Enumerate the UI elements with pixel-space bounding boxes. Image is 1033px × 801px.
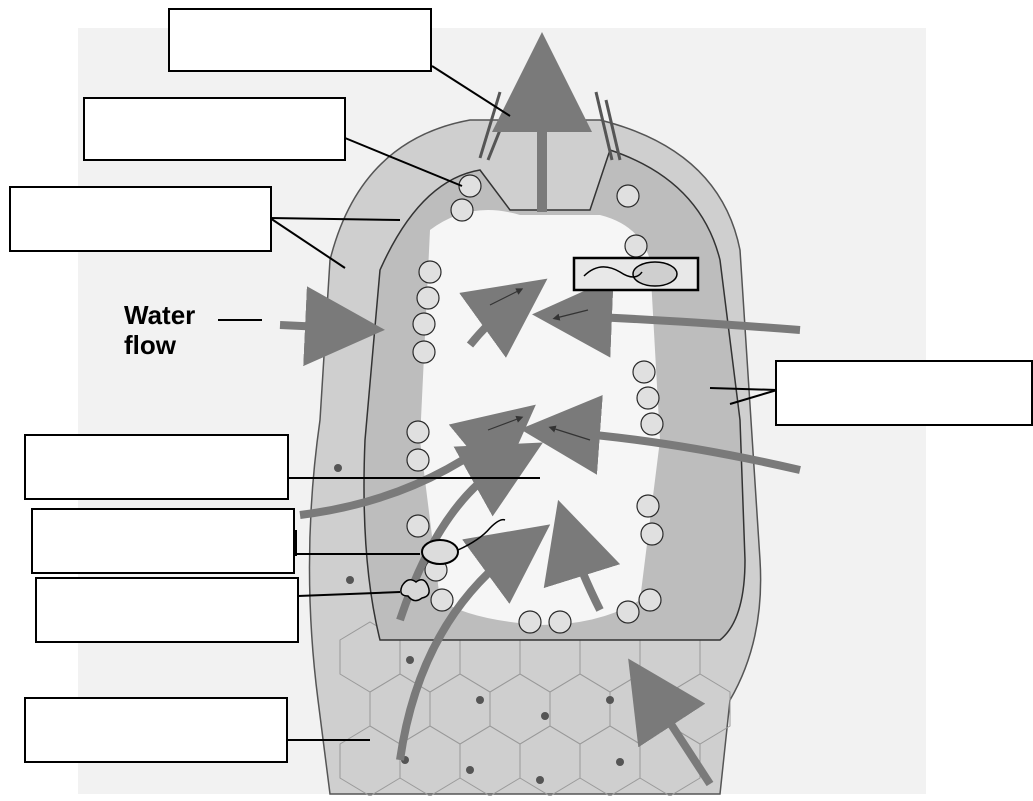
label-box-choanocytes[interactable] <box>775 360 1033 426</box>
label-box-epidermis[interactable] <box>24 697 288 763</box>
label-box-osculum[interactable] <box>168 8 432 72</box>
label-box-amoebocyte[interactable] <box>35 577 299 643</box>
label-box-spicules[interactable] <box>83 97 346 161</box>
water-flow-text: Water flow <box>124 300 195 360</box>
label-box-choanocyte-cell[interactable] <box>31 508 295 574</box>
label-box-porocytes[interactable] <box>9 186 272 252</box>
lower-choanocyte <box>422 540 458 564</box>
label-box-spongocoel[interactable] <box>24 434 289 500</box>
